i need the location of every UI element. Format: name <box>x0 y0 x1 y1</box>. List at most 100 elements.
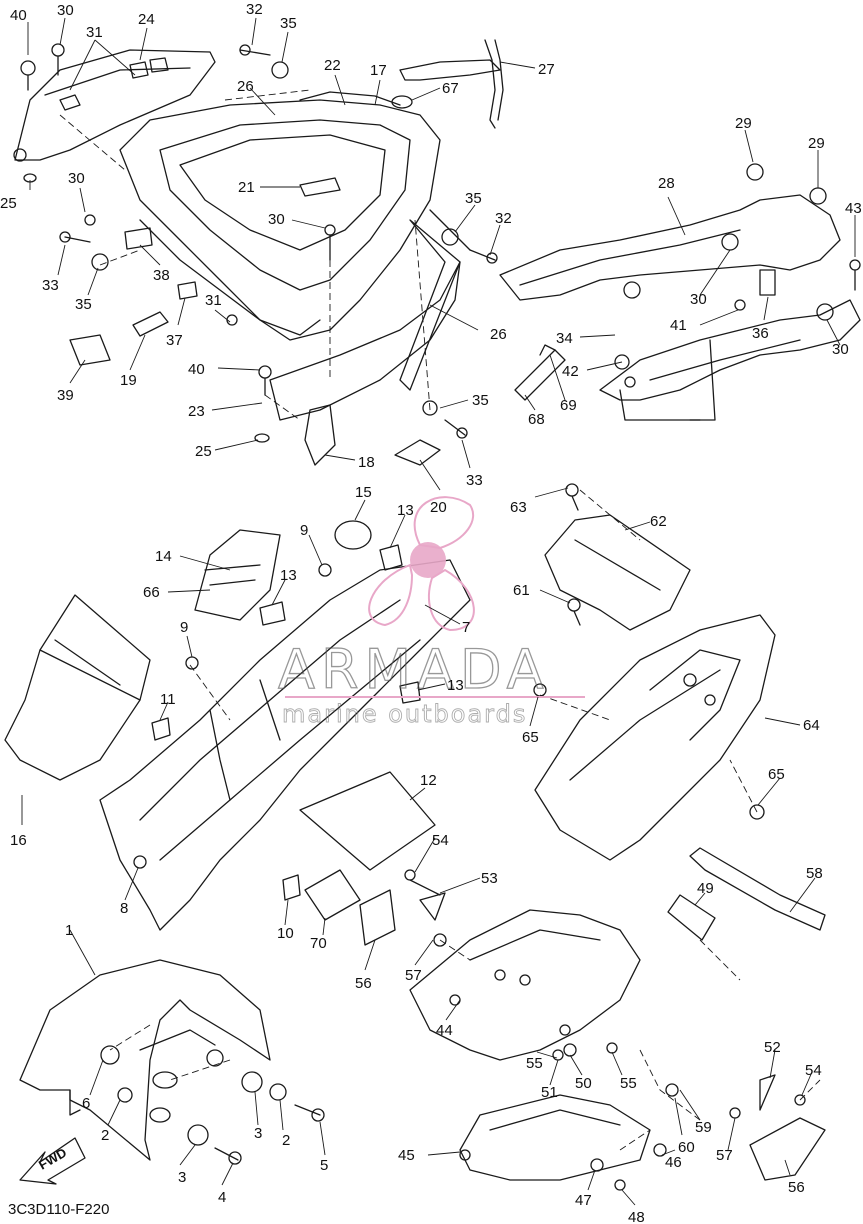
callout-50: 50 <box>575 1075 592 1092</box>
callout-57: 57 <box>716 1147 733 1164</box>
part-62-bracket <box>544 514 691 631</box>
callout-55: 55 <box>526 1055 543 1072</box>
part-14-66-grab-strap <box>194 529 281 621</box>
part-58-license-bracket <box>689 847 826 931</box>
part-56-reflector-b <box>749 1117 826 1181</box>
callout-35: 35 <box>280 15 297 32</box>
callout-45: 45 <box>398 1147 415 1164</box>
callout-65: 65 <box>522 729 539 746</box>
watermark-brand: ARMADA <box>278 638 550 701</box>
part-17-tank-cover <box>119 91 441 341</box>
callout-leaders <box>21 17 856 1206</box>
callout-24: 24 <box>138 11 155 28</box>
callout-41: 41 <box>670 317 687 334</box>
callout-21: 21 <box>238 179 255 196</box>
callout-35: 35 <box>75 296 92 313</box>
callout-56: 56 <box>355 975 372 992</box>
callout-59: 59 <box>695 1119 712 1136</box>
callout-19: 19 <box>120 372 137 389</box>
callout-44: 44 <box>436 1022 453 1039</box>
callout-35: 35 <box>465 190 482 207</box>
callout-3: 3 <box>254 1125 262 1142</box>
part-1-front-fender <box>19 959 271 1161</box>
callout-7: 7 <box>462 619 470 636</box>
callout-3: 3 <box>178 1169 186 1186</box>
armada-propeller-logo-icon <box>368 496 475 632</box>
callout-60: 60 <box>678 1139 695 1156</box>
assembly-lines-middle <box>189 489 821 1151</box>
callout-46: 46 <box>665 1154 682 1171</box>
callout-34: 34 <box>556 330 573 347</box>
part-69-strip <box>539 344 556 356</box>
callout-13: 13 <box>447 677 464 694</box>
part-13-clip-b <box>259 601 286 626</box>
part-15-ring <box>334 520 372 550</box>
callout-70: 70 <box>310 935 327 952</box>
callout-10: 10 <box>277 925 294 942</box>
callout-31: 31 <box>86 24 103 41</box>
callout-9: 9 <box>180 619 188 636</box>
callout-33: 33 <box>466 472 483 489</box>
callout-31: 31 <box>205 292 222 309</box>
callout-22: 22 <box>324 57 341 74</box>
watermark-tagline: marine outboards <box>282 700 527 728</box>
part-39-sheet <box>69 334 111 366</box>
part-67-grommet <box>391 95 413 109</box>
callout-30: 30 <box>832 341 849 358</box>
callout-6: 6 <box>82 1095 90 1112</box>
callout-67: 67 <box>442 80 459 97</box>
callout-49: 49 <box>697 880 714 897</box>
part-64-tail-cowl <box>534 614 776 861</box>
callout-48: 48 <box>628 1209 645 1224</box>
callout-8: 8 <box>120 900 128 917</box>
callout-30: 30 <box>268 211 285 228</box>
callout-56: 56 <box>788 1179 805 1196</box>
part-24-side-cover <box>13 49 216 162</box>
callout-11: 11 <box>160 691 176 708</box>
callout-26: 26 <box>237 78 254 95</box>
front-fender-hardware <box>100 1024 325 1165</box>
callout-15: 15 <box>355 484 372 501</box>
part-38-pad <box>124 227 153 250</box>
callout-63: 63 <box>510 499 527 516</box>
callout-30: 30 <box>690 291 707 308</box>
callout-37: 37 <box>166 332 183 349</box>
callout-25: 25 <box>195 443 212 460</box>
callout-32: 32 <box>495 210 512 227</box>
callout-12: 12 <box>420 772 437 789</box>
callout-29: 29 <box>735 115 752 132</box>
part-16-battery-tray <box>4 594 151 781</box>
callout-47: 47 <box>575 1192 592 1209</box>
part-lower-cowl <box>269 261 461 421</box>
callout-53: 53 <box>481 870 498 887</box>
callout-61: 61 <box>513 582 530 599</box>
callout-35: 35 <box>472 392 489 409</box>
callout-58: 58 <box>806 865 823 882</box>
part-20-clip <box>394 439 441 466</box>
callout-55: 55 <box>620 1075 637 1092</box>
callout-36: 36 <box>752 325 769 342</box>
part-27-bracket <box>399 39 504 129</box>
callout-5: 5 <box>320 1157 328 1174</box>
callout-30: 30 <box>57 2 74 19</box>
callout-66: 66 <box>143 584 160 601</box>
callout-29: 29 <box>808 135 825 152</box>
fwd-arrow-icon: FWD <box>19 1137 86 1185</box>
part-13-clip-a <box>379 544 403 571</box>
callout-17: 17 <box>370 62 387 79</box>
part-37-pad <box>177 281 198 300</box>
callout-13: 13 <box>280 567 297 584</box>
callout-68: 68 <box>528 411 545 428</box>
callout-28: 28 <box>658 175 675 192</box>
callout-16: 16 <box>10 832 27 849</box>
callout-33: 33 <box>42 277 59 294</box>
callout-52: 52 <box>764 1039 781 1056</box>
part-26-side-strip <box>399 209 471 391</box>
part-12-sheet <box>299 771 436 871</box>
callout-4: 4 <box>218 1189 226 1206</box>
part-45-inner-fender <box>459 1094 651 1181</box>
callout-39: 39 <box>57 387 74 404</box>
callout-27: 27 <box>538 61 555 78</box>
